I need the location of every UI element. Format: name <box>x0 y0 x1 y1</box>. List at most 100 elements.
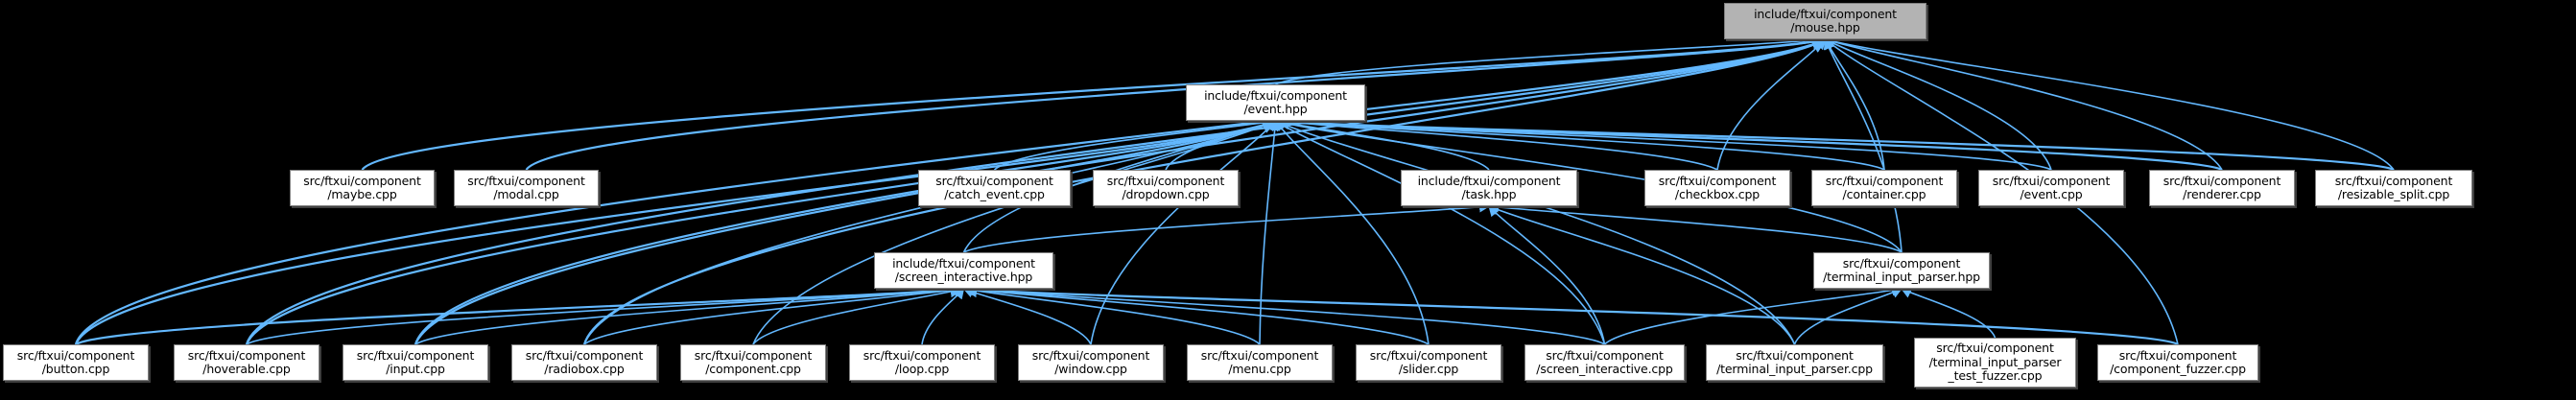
edge-terminal_input_parser_hpp-to-mouse_hpp <box>1823 37 1902 253</box>
graph-node-renderer_cpp[interactable]: src/ftxui/component/renderer.cpp <box>2149 170 2295 206</box>
graph-node-slider_cpp[interactable]: src/ftxui/component/slider.cpp <box>1356 344 1501 381</box>
edge-button_cpp-to-mouse_hpp <box>74 38 1827 345</box>
graph-node-catch_event_cpp[interactable]: src/ftxui/component/catch_event.cpp <box>918 170 1071 206</box>
node-label-line2: /event.hpp <box>1243 102 1308 116</box>
node-label-line2: /component.cpp <box>705 362 801 376</box>
node-label-line1: src/ftxui/component <box>1842 255 1961 271</box>
edge-hoverable_cpp-to-event_hpp <box>245 119 1277 345</box>
edge-slider_cpp-to-screen_interactive_hpp <box>962 284 1430 345</box>
node-label-line2: /screen_interactive.cpp <box>1536 362 1673 376</box>
node-label-line2: /resizable_split.cpp <box>2337 187 2450 201</box>
node-label-line2: /event.cpp <box>2020 187 2083 201</box>
edge-screen_interactive_cpp-to-terminal_input_parser_hpp <box>1603 285 1903 345</box>
edge-loop_cpp-to-screen_interactive_hpp <box>921 288 965 345</box>
node-label-line1: src/ftxui/component <box>863 347 981 363</box>
graph-node-event_cpp[interactable]: src/ftxui/component/event.cpp <box>1978 170 2124 206</box>
edge-resizable_split_cpp-to-event_hpp <box>1273 114 2395 171</box>
graph-node-button_cpp[interactable]: src/ftxui/component/button.cpp <box>3 344 149 381</box>
node-label-line1: src/ftxui/component <box>935 173 1053 188</box>
graph-node-radiobox_cpp[interactable]: src/ftxui/component/radiobox.cpp <box>511 344 657 381</box>
edge-window_cpp-to-event_hpp <box>1090 120 1277 345</box>
edge-terminal_input_parser_cpp-to-terminal_input_parser_hpp <box>1793 288 1903 345</box>
node-label-line2: /terminal_input_parser.hpp <box>1823 270 1980 284</box>
node-label-line2: /menu.cpp <box>1228 362 1291 376</box>
node-label-line2: /radiobox.cpp <box>544 362 625 376</box>
graph-node-hoverable_cpp[interactable]: src/ftxui/component/hoverable.cpp <box>174 344 319 381</box>
graph-node-window_cpp[interactable]: src/ftxui/component/window.cpp <box>1018 344 1164 381</box>
node-label-line1: src/ftxui/component <box>1546 347 1664 363</box>
edge-terminal_input_parser_cpp-to-event_hpp <box>1274 120 1796 345</box>
graph-node-checkbox_cpp[interactable]: src/ftxui/component/checkbox.cpp <box>1644 170 1790 206</box>
graph-node-component_cpp[interactable]: src/ftxui/component/component.cpp <box>680 344 826 381</box>
node-label-line1: src/ftxui/component <box>1936 341 2054 356</box>
node-label-line2: /maybe.cpp <box>327 187 397 201</box>
node-label-line1: src/ftxui/component <box>2118 347 2237 363</box>
node-label-line1: src/ftxui/component <box>356 347 475 363</box>
node-label-line2: /window.cpp <box>1054 362 1127 376</box>
graph-node-maybe_cpp[interactable]: src/ftxui/component/maybe.cpp <box>290 170 435 206</box>
edge-input_cpp-to-mouse_hpp <box>414 38 1827 345</box>
graph-node-dropdown_cpp[interactable]: src/ftxui/component/dropdown.cpp <box>1093 170 1239 206</box>
graph-node-input_cpp[interactable]: src/ftxui/component/input.cpp <box>343 344 488 381</box>
edge-screen_interactive_cpp-to-event_hpp <box>1274 120 1606 345</box>
edge-modal_cpp-to-mouse_hpp <box>525 35 1827 171</box>
node-label-line2: /hoverable.cpp <box>202 362 291 376</box>
edge-component_cpp-to-event_hpp <box>752 120 1277 345</box>
edge-screen_interactive_cpp-to-task_hpp <box>1488 205 1606 345</box>
edge-screen_interactive_hpp-to-task_hpp <box>963 201 1491 253</box>
edge-screen_interactive_cpp-to-screen_interactive_hpp <box>962 284 1605 345</box>
node-label-line2: /terminal_input_parser <box>1928 354 2062 369</box>
node-label-line2: /dropdown.cpp <box>1122 187 1210 201</box>
edge-terminal_input_parser_hpp-to-task_hpp <box>1487 201 1902 253</box>
node-label-line2: /loop.cpp <box>894 362 950 376</box>
node-label-line1: src/ftxui/component <box>2162 173 2281 188</box>
graph-node-menu_cpp[interactable]: src/ftxui/component/menu.cpp <box>1187 344 1333 381</box>
edge-terminal_input_parser_cpp-to-task_hpp <box>1487 204 1796 345</box>
node-label-line1: src/ftxui/component <box>525 347 644 363</box>
node-label-line1: src/ftxui/component <box>467 173 585 188</box>
edge-component_fuzzer_cpp-to-mouse_hpp <box>1824 38 2179 345</box>
node-label-line1: src/ftxui/component <box>2334 173 2453 188</box>
graph-node-modal_cpp[interactable]: src/ftxui/component/modal.cpp <box>454 170 599 206</box>
graph-node-event_hpp[interactable]: include/ftxui/component/event.hpp <box>1186 84 1365 121</box>
edge-menu_cpp-to-screen_interactive_hpp <box>962 285 1261 345</box>
graph-node-mouse_hpp[interactable]: include/ftxui/component/mouse.hpp <box>1724 3 1926 39</box>
node-label-line2: /input.cpp <box>386 362 445 376</box>
graph-node-screen_interactive_cpp[interactable]: src/ftxui/component/screen_interactive.c… <box>1524 344 1685 381</box>
node-label-line1: src/ftxui/component <box>1369 347 1488 363</box>
node-label-line1: src/ftxui/component <box>1658 173 1777 188</box>
graph-node-component_fuzzer_cpp[interactable]: src/ftxui/component/component_fuzzer.cpp <box>2097 344 2258 381</box>
graph-node-resizable_split_cpp[interactable]: src/ftxui/component/resizable_split.cpp <box>2315 170 2472 206</box>
graph-node-terminal_input_parser_test_fuzzer_cpp[interactable]: src/ftxui/component/terminal_input_parse… <box>1914 338 2076 388</box>
node-label-line1: include/ftxui/component <box>1754 6 1897 21</box>
node-label-line1: src/ftxui/component <box>303 173 421 188</box>
node-label-line1: include/ftxui/component <box>1204 87 1347 103</box>
graph-node-task_hpp[interactable]: include/ftxui/component/task.hpp <box>1401 170 1577 206</box>
node-label-line1: src/ftxui/component <box>1736 347 1854 363</box>
node-label-line2: /renderer.cpp <box>2183 187 2261 201</box>
edge-hoverable_cpp-to-mouse_hpp <box>245 38 1827 345</box>
edge-component_fuzzer_cpp-to-screen_interactive_hpp <box>961 282 2179 345</box>
node-label-line2: /slider.cpp <box>1398 362 1459 376</box>
graph-node-screen_interactive_hpp[interactable]: include/ftxui/component/screen_interacti… <box>874 252 1053 289</box>
edge-checkbox_cpp-to-event_hpp <box>1274 116 1718 171</box>
edge-component_cpp-to-screen_interactive_hpp <box>752 285 965 345</box>
node-label-line2: /task.hpp <box>1461 187 1517 201</box>
edge-button_cpp-to-event_hpp <box>74 119 1277 345</box>
node-label-line2: /terminal_input_parser.cpp <box>1716 362 1873 376</box>
edge-terminal_input_parser_hpp-to-event_hpp <box>1274 118 1902 253</box>
node-label-line1: src/ftxui/component <box>694 347 813 363</box>
edge-resizable_split_cpp-to-mouse_hpp <box>1824 36 2395 171</box>
graph-node-terminal_input_parser_cpp[interactable]: src/ftxui/component/terminal_input_parse… <box>1706 344 1883 381</box>
node-label-line2: /container.cpp <box>1842 187 1926 201</box>
node-label-line1: src/ftxui/component <box>1106 173 1225 188</box>
graph-node-terminal_input_parser_hpp[interactable]: src/ftxui/component/terminal_input_parse… <box>1813 252 1990 289</box>
node-label-line2: /catch_event.cpp <box>944 187 1045 201</box>
edge-radiobox_cpp-to-screen_interactive_hpp <box>583 284 965 345</box>
edge-terminal_input_parser_test_fuzzer_cpp-to-terminal_input_parser_hpp <box>1900 288 1997 339</box>
graph-node-container_cpp[interactable]: src/ftxui/component/container.cpp <box>1811 170 1957 206</box>
edge-menu_cpp-to-event_hpp <box>1259 119 1281 345</box>
node-label-line1: include/ftxui/component <box>892 255 1035 271</box>
graph-node-loop_cpp[interactable]: src/ftxui/component/loop.cpp <box>849 344 995 381</box>
